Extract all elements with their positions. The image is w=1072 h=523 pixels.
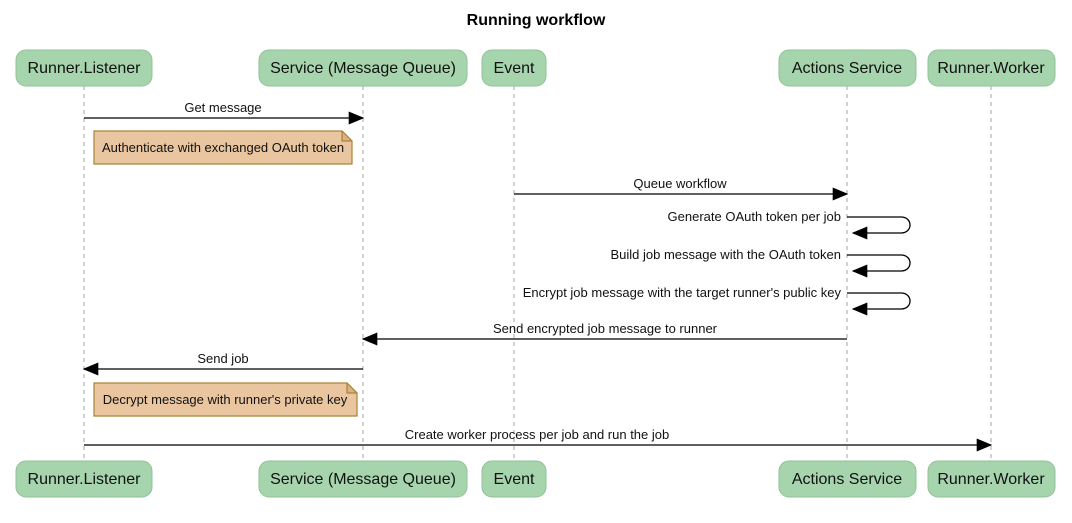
message-label: Get message (184, 100, 261, 115)
participant-label: Actions Service (792, 471, 902, 488)
self-message-build-job-message: Build job message with the OAuth token (610, 247, 911, 278)
participant-label: Actions Service (792, 60, 902, 77)
participant-label: Runner.Worker (937, 60, 1045, 77)
self-message-encrypt-job-message: Encrypt job message with the target runn… (523, 285, 911, 316)
participant-label: Service (Message Queue) (270, 60, 456, 77)
participant-label: Event (494, 471, 535, 488)
participant-bottom-runner-listener: Runner.Listener (15, 460, 153, 498)
participant-top-runner-worker: Runner.Worker (927, 49, 1056, 87)
participant-label: Runner.Listener (28, 471, 142, 488)
note-authenticate-oauth: Authenticate with exchanged OAuth token (93, 130, 353, 165)
participant-top-event: Event (481, 49, 547, 87)
participant-label: Runner.Worker (937, 471, 1045, 488)
message-label: Send encrypted job message to runner (493, 321, 718, 336)
participant-bottom-actions-service: Actions Service (778, 460, 917, 498)
participant-top-runner-listener: Runner.Listener (15, 49, 153, 87)
message-send-job: Send job (82, 351, 363, 376)
participant-bottom-runner-worker: Runner.Worker (927, 460, 1056, 498)
message-label: Encrypt job message with the target runn… (523, 285, 842, 300)
participant-top-service-message-queue: Service (Message Queue) (258, 49, 468, 87)
note-decrypt-message: Decrypt message with runner's private ke… (93, 382, 358, 417)
diagram-title: Running workflow (467, 12, 606, 29)
message-label: Generate OAuth token per job (668, 209, 841, 224)
participant-bottom-event: Event (481, 460, 547, 498)
participant-label: Service (Message Queue) (270, 471, 456, 488)
participant-top-actions-service: Actions Service (778, 49, 917, 87)
message-label: Build job message with the OAuth token (610, 247, 841, 262)
note-label: Authenticate with exchanged OAuth token (102, 140, 344, 155)
note-label: Decrypt message with runner's private ke… (103, 392, 348, 407)
message-label: Queue workflow (633, 176, 727, 191)
message-label: Create worker process per job and run th… (405, 427, 669, 442)
message-queue-workflow: Queue workflow (514, 176, 849, 201)
message-create-worker-process: Create worker process per job and run th… (84, 427, 993, 452)
participant-label: Runner.Listener (28, 60, 142, 77)
message-send-encrypted-job: Send encrypted job message to runner (361, 321, 847, 346)
participant-label: Event (494, 60, 535, 77)
message-get-message: Get message (84, 100, 365, 125)
participant-bottom-service-message-queue: Service (Message Queue) (258, 460, 468, 498)
self-message-generate-oauth-token: Generate OAuth token per job (668, 209, 911, 240)
message-label: Send job (197, 351, 248, 366)
